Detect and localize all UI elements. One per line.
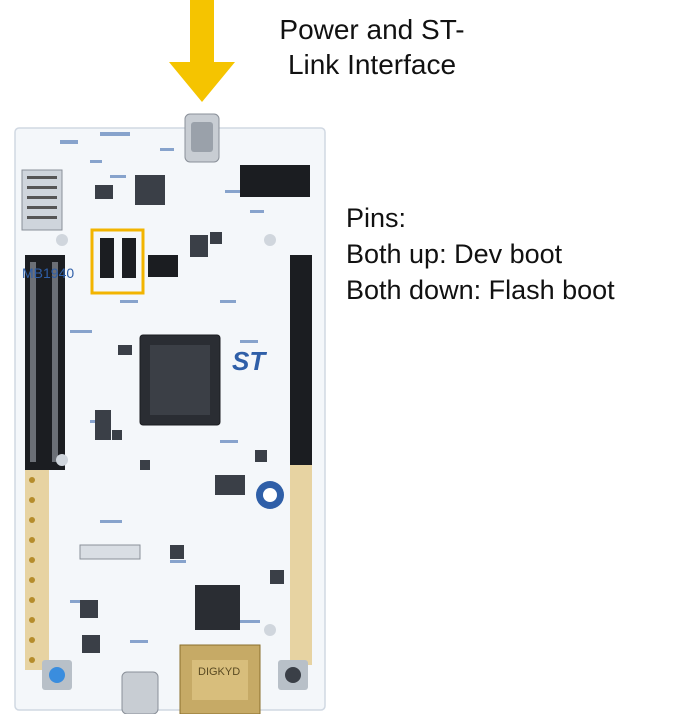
boot-jumpers — [100, 238, 178, 278]
fpc-connector — [79, 544, 141, 560]
right-header-gold — [290, 465, 312, 665]
rj45-front — [192, 660, 248, 700]
right-header-black — [290, 255, 312, 465]
st-logo: ST — [232, 346, 267, 376]
left-header-pins — [30, 262, 58, 462]
usb-c-bottom-connector — [121, 671, 159, 714]
rj45-marking: DIGKYD — [198, 666, 240, 678]
pins-down-text: Both down: Flash boot — [346, 275, 615, 305]
pins-title: Pins: — [346, 203, 407, 233]
badge-inner — [263, 488, 277, 502]
top-left-connector-pins — [27, 176, 57, 219]
left-header-gold — [25, 470, 49, 670]
ethernet-phy-chip — [195, 585, 240, 630]
usb-c-top-inner — [191, 122, 213, 152]
right-top-header — [240, 165, 310, 197]
small-components — [80, 175, 284, 653]
top-left-connector — [21, 169, 63, 231]
pins-up-text: Both up: Dev boot — [346, 239, 563, 269]
left-gold-holes — [29, 477, 35, 663]
reset-button-cap — [285, 667, 301, 683]
down-arrow-icon — [169, 0, 235, 102]
board-model-label: MB1940 — [22, 265, 74, 281]
boot-pins-highlight — [90, 228, 145, 295]
power-caption-line2: Link Interface — [287, 49, 457, 80]
power-stlink-caption: Power and ST- Link Interface — [232, 12, 512, 82]
user-button-cap — [49, 667, 65, 683]
main-mcu-die — [150, 345, 210, 415]
pins-caption: Pins: Both up: Dev boot Both down: Flash… — [346, 200, 676, 308]
power-caption-line1: Power and ST- — [279, 14, 465, 45]
mounting-holes — [56, 234, 276, 636]
